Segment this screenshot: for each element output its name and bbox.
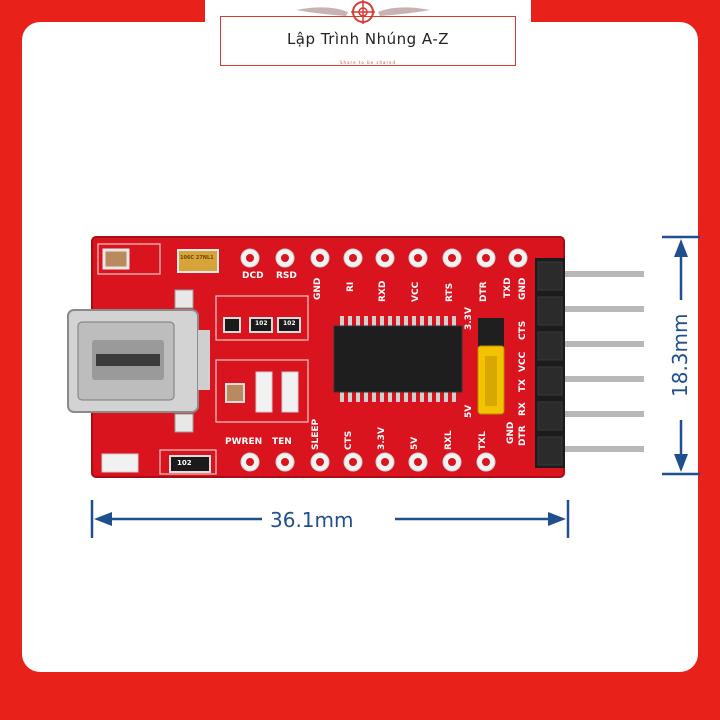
header-label-gnd-2: GND [506, 421, 516, 444]
pin-label-dcd: DCD [242, 271, 264, 281]
pin-label-dtr: DTR [479, 281, 489, 302]
header-label-txd: TXD [503, 277, 513, 298]
brand-banner-frame [220, 16, 516, 66]
pin-label-vcc: VCC [411, 281, 421, 302]
crosshair-emblem-icon [296, 0, 430, 24]
brand-slogan: Share to be shared [340, 60, 396, 65]
header-label-gnd: GND [518, 277, 528, 300]
pin-label-3v3: 3.3V [377, 427, 387, 450]
jumper-label-5v: 5V [464, 404, 474, 418]
height-dimension [662, 235, 700, 476]
pin-label-cts: CTS [344, 430, 354, 450]
label-pwren: PWREN [225, 437, 263, 447]
pin-label-ri: RI [346, 281, 356, 292]
resistor-marking-1: 102 [255, 320, 268, 327]
pin-label-txl: TXL [478, 431, 488, 450]
header-label-vcc: VCC [518, 351, 528, 372]
header-pins [560, 271, 644, 452]
silkscreen-outlines [97, 243, 309, 475]
header-label-rx: RX [518, 402, 528, 416]
usb-serial-chip [333, 316, 463, 402]
voltage-jumper [477, 318, 505, 415]
pin-label-5v: 5V [410, 436, 420, 450]
height-dimension-label: 18.3mm [668, 313, 692, 398]
pin-label-rxl: RXL [444, 430, 454, 450]
brand-title: Lập Trình Nhúng A-Z [286, 30, 450, 48]
width-dimension-label: 36.1mm [270, 508, 354, 532]
pin-label-sleep: SLEEP [311, 418, 321, 450]
header-label-cts: CTS [518, 320, 528, 340]
label-ten: TEN [272, 437, 292, 447]
pin-label-rxd: RXD [378, 280, 388, 302]
mini-usb-connector [67, 289, 210, 433]
jumper-label-3v3: 3.3V [464, 307, 474, 330]
capacitor-marking: 106C 27NL1 [180, 255, 214, 261]
header-label-tx: TX [518, 378, 528, 392]
pin-label-gnd: GND [313, 277, 323, 300]
resistor-marking-3: 102 [177, 459, 192, 467]
pin-header [535, 258, 565, 468]
pcb-board [92, 237, 564, 477]
smd-components [101, 248, 301, 473]
pin-label-rts: RTS [445, 282, 455, 302]
width-dimension [90, 500, 570, 538]
resistor-marking-2: 102 [283, 320, 296, 327]
pin-label-rsd: RSD [276, 271, 297, 281]
header-label-dtr: DTR [518, 425, 528, 446]
